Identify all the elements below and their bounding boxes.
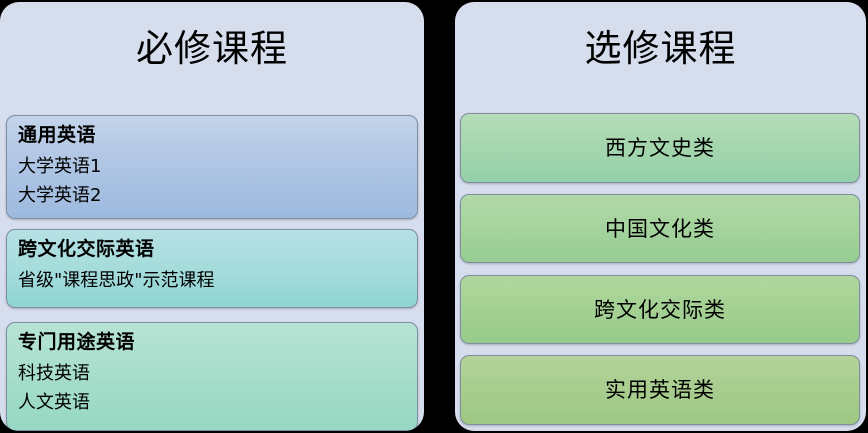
card-general-english-heading: 通用英语 (18, 124, 97, 146)
card-intercultural-category-label: 跨文化交际类 (594, 297, 726, 322)
card-western-humanities-label: 西方文史类 (605, 136, 715, 160)
panel-required-courses[interactable]: 必修课程 通用英语 大学英语1 大学英语2 跨文化交际英语 省级"课程思政"示范… (0, 2, 424, 431)
card-esp-english-heading: 专门用途英语 (18, 331, 136, 353)
card-chinese-culture[interactable]: 中国文化类 (460, 194, 860, 263)
card-intercultural-english[interactable]: 跨文化交际英语 省级"课程思政"示范课程 (6, 229, 418, 308)
panel-required-title: 必修课程 (136, 27, 288, 70)
card-line: 省级"课程思政"示范课程 (18, 270, 215, 291)
card-general-english-lines: 大学英语1 大学英语2 (18, 152, 409, 210)
card-western-humanities[interactable]: 西方文史类 (460, 113, 860, 183)
card-esp-english-lines: 科技英语 人文英语 (18, 359, 409, 417)
card-intercultural-english-heading: 跨文化交际英语 (18, 238, 155, 260)
card-general-english[interactable]: 通用英语 大学英语1 大学英语2 (6, 115, 418, 219)
card-practical-english[interactable]: 实用英语类 (460, 355, 860, 425)
card-line: 大学英语1 (18, 156, 102, 177)
card-line: 科技英语 (18, 363, 90, 384)
card-line: 人文英语 (18, 392, 90, 413)
card-line: 大学英语2 (18, 185, 102, 206)
card-esp-english[interactable]: 专门用途英语 科技英语 人文英语 (6, 322, 418, 431)
card-chinese-culture-label: 中国文化类 (605, 216, 715, 241)
panel-elective-title: 选修课程 (584, 27, 737, 70)
card-practical-english-label: 实用英语类 (605, 378, 715, 402)
card-intercultural-category[interactable]: 跨文化交际类 (460, 275, 860, 344)
card-intercultural-english-lines: 省级"课程思政"示范课程 (18, 266, 409, 295)
